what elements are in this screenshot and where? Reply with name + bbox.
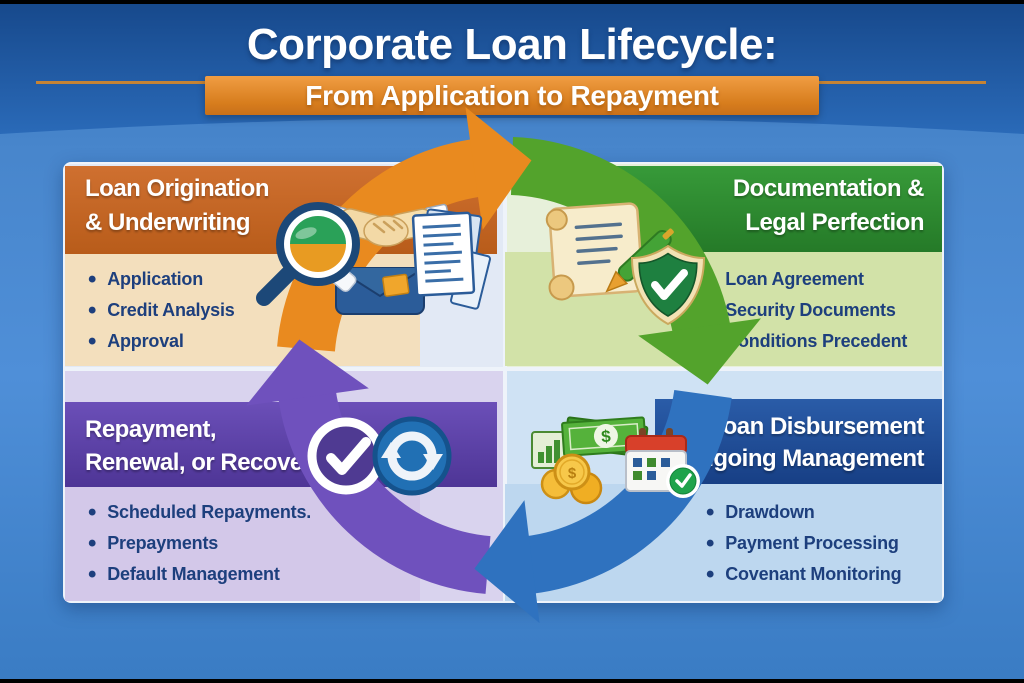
bullets-origination: Application Credit Analysis Approval <box>88 264 388 357</box>
bullets-documentation: Loan Agreement Security Documents Condit… <box>706 264 938 357</box>
list-item: Default Management <box>88 559 408 590</box>
subtitle-text: From Application to Repayment <box>305 79 719 111</box>
list-item: Application <box>88 264 388 295</box>
header-origination: Loan Origination & Underwriting <box>65 166 497 254</box>
bullets-disbursement: Drawdown Payment Processing Covenant Mon… <box>706 497 938 590</box>
list-item: Scheduled Repayments. <box>88 497 408 528</box>
subtitle-banner: From Application to Repayment <box>205 76 819 115</box>
list-item: Approval <box>88 326 388 357</box>
header-disbursement-line2: & Ongoing Management <box>658 445 925 472</box>
header-origination-line2: & Underwriting <box>85 209 251 236</box>
list-item: Conditions Precedent <box>706 326 938 357</box>
bullets-repayment: Scheduled Repayments. Prepayments Defaul… <box>88 497 408 590</box>
infographic-background: Corporate Loan Lifecycle: From Applicati… <box>0 4 1024 679</box>
header-repayment-line2: Renewal, or Recovery <box>85 449 325 476</box>
list-item: Covenant Monitoring <box>706 559 938 590</box>
header-documentation-line2: Legal Perfection <box>745 209 924 236</box>
list-item: Prepayments <box>88 528 408 559</box>
list-item: Drawdown <box>706 497 938 528</box>
letterbox-bar <box>0 679 1024 683</box>
header-disbursement-line1: Loan Disbursement <box>708 413 924 440</box>
header-origination-line1: Loan Origination <box>85 175 270 202</box>
header-disbursement: Loan Disbursement & Ongoing Management <box>655 399 942 484</box>
header-documentation: Documentation & Legal Perfection <box>615 166 942 252</box>
header-repayment-line1: Repayment, <box>85 416 217 443</box>
list-item: Loan Agreement <box>706 264 938 295</box>
list-item: Security Documents <box>706 295 938 326</box>
list-item: Payment Processing <box>706 528 938 559</box>
list-item: Credit Analysis <box>88 295 388 326</box>
header-repayment: Repayment, Renewal, or Recovery <box>65 402 497 487</box>
page-title: Corporate Loan Lifecycle: <box>246 20 778 69</box>
header-documentation-line1: Documentation & <box>732 175 925 202</box>
